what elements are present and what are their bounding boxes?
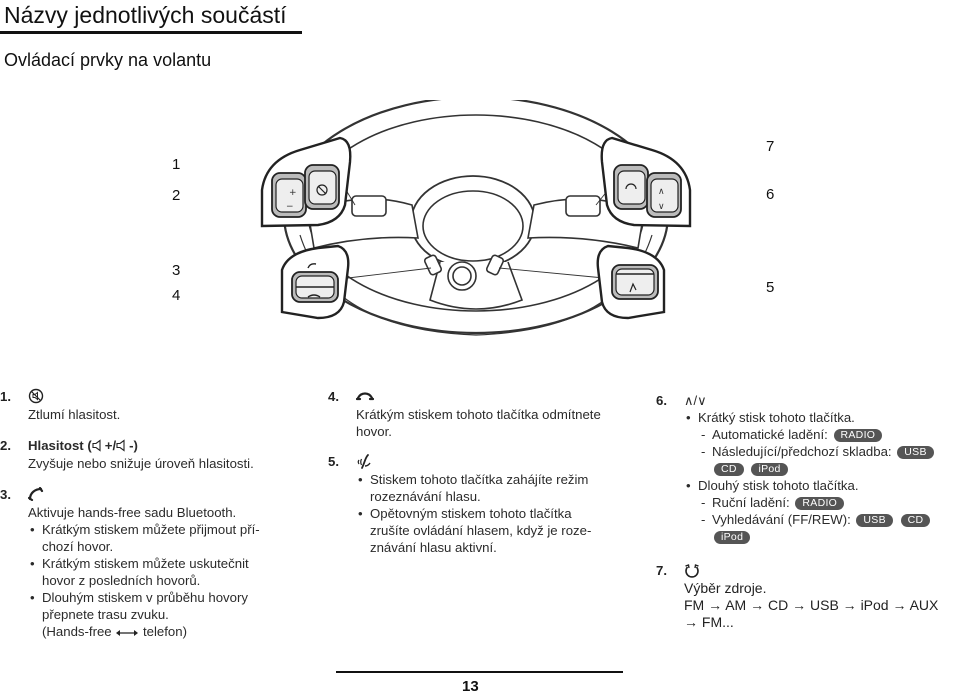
mute-speaker-icon [28,388,44,404]
seek-symbol: ∧/∨ [684,392,707,408]
detail-panel-left-top: + − [260,136,352,228]
bullet-text: Krátkým stiskem můžete přijmout pří-choz… [28,521,300,555]
voice-recognition-icon [357,454,371,469]
audio-route-text: (Hands-free telefon) [42,624,187,639]
svg-text:∨: ∨ [658,202,665,212]
double-arrow-icon [116,629,139,636]
dash-text: Následující/předchozí skladba: USB [684,443,960,460]
dash-text: Ruční ladění: RADIO [684,494,960,511]
phone-pickup-icon [28,487,44,501]
ipod-badge: iPod [714,531,751,544]
wheel-hub [410,175,536,269]
item-text: Ztlumí hlasitost. [28,407,121,422]
usb-badge: USB [897,446,934,459]
phone-hangup-icon [356,392,374,401]
column-right: 6. ∧/∨ Krátký stisk tohoto tlačítka. Aut… [656,391,960,631]
callout-1: 1 [172,156,181,173]
column-middle: 4. Krátkým stiskem tohoto tlačítka odmít… [328,387,628,556]
cd-badge: CD [900,514,931,527]
svg-text:+: + [289,188,297,198]
callout-4: 4 [172,287,181,304]
detail-panel-left-bottom [280,244,350,320]
callout-6: 6 [766,186,775,203]
steering-wheel-illustration: + − ∧ ∨ [260,100,692,336]
usb-badge: USB [856,514,893,527]
item-5: 5. Stiskem tohoto tlačítka zahájíte reži… [328,452,628,556]
speaker-icon [92,438,101,452]
item-number: 1. [0,388,11,404]
bullet-text: Opětovným stiskem tohoto tlačítkazrušíte… [356,505,628,556]
detail-panel-right-bottom [596,244,666,320]
dash-text: Automatické ladění: RADIO [684,426,960,443]
callout-5: 5 [766,279,775,296]
detail-panel-right-top: ∧ ∨ [600,136,692,228]
speaker-icon [116,438,125,452]
source-sequence-end: → FM... [684,614,734,630]
item-3: 3. Aktivuje hands-free sadu Bluetooth. K… [0,485,300,640]
source-sequence: FM → AM → CD → USB → iPod → AUX [684,597,939,613]
cd-badge: CD [714,463,744,476]
item-4: 4. Krátkým stiskem tohoto tlačítka odmít… [328,387,628,440]
radio-badge: RADIO [795,497,845,510]
item-number: 6. [656,392,667,408]
item-text: Zvyšuje nebo snižuje úroveň hlasitosti. [28,456,254,471]
badge-row: iPod [684,528,960,545]
callout-7: 7 [766,138,775,155]
item-6: 6. ∧/∨ Krátký stisk tohoto tlačítka. Aut… [656,391,960,545]
ipod-badge: iPod [751,463,788,476]
bullet-text: Dlouhým stiskem v průběhu hovorypřepnete… [28,589,300,623]
volume-label: Hlasitost ( [28,437,92,453]
item-number: 2. [0,437,11,453]
item-number: 4. [328,388,339,404]
item-number: 5. [328,453,339,469]
item-7: 7. Výběr zdroje. FM → AM → CD → USB → iP… [656,561,960,631]
item-number: 3. [0,486,11,502]
column-left: 1. Ztlumí hlasitost. 2. Hlasitost ( +/ -… [0,387,300,640]
svg-text:∧: ∧ [658,187,665,197]
svg-text:−: − [286,202,294,212]
bullet-text: Dlouhý stisk tohoto tlačítka. [684,477,960,494]
page-number: 13 [462,678,479,695]
callout-3: 3 [172,262,181,279]
item-1: 1. Ztlumí hlasitost. [0,387,300,423]
badge-row: CD iPod [684,460,960,477]
volume-plus: +/ [104,437,117,453]
item-number: 7. [656,562,667,578]
page-title: Názvy jednotlivých součástí [4,2,287,28]
bullet-text: Krátký stisk tohoto tlačítka. [684,409,960,426]
callout-2: 2 [172,187,181,204]
item-text: Výběr zdroje. [684,580,767,596]
volume-minus: -) [129,437,138,453]
radio-badge: RADIO [833,429,883,442]
dash-text: Vyhledávání (FF/REW): USB CD [684,511,960,528]
item-text: Krátkým stiskem tohoto tlačítka odmítnet… [356,407,601,439]
item-2: 2. Hlasitost ( +/ -) Zvyšuje nebo snižuj… [0,436,300,472]
item-text: Aktivuje hands-free sadu Bluetooth. [28,505,237,520]
source-cycle-icon [685,564,699,578]
title-underline [0,31,302,34]
bullet-text: Stiskem tohoto tlačítka zahájíte režimro… [356,471,628,505]
section-title: Ovládací prvky na volantu [4,50,212,70]
footer-rule [336,671,623,673]
